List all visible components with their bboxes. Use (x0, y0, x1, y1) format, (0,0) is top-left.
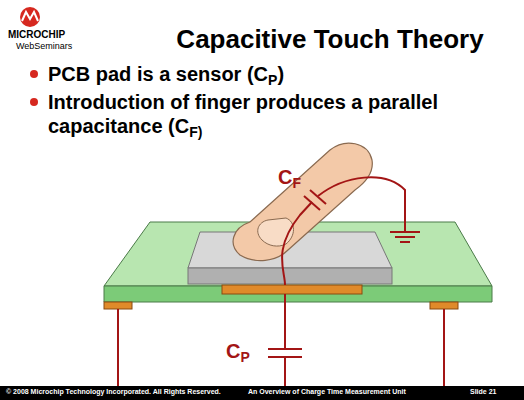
capacitor-label: CF (278, 166, 301, 191)
footer-bar (0, 386, 524, 400)
bullet-text: PCB pad is a sensor (CP) (48, 62, 488, 92)
subscript: P (240, 349, 249, 365)
logo-mark (22, 12, 38, 21)
bullet-text: Introduction of finger produces a parall… (48, 90, 488, 144)
logo-text: MICROCHIP (8, 29, 65, 40)
capacitor-letter: C (278, 166, 292, 188)
bullet-dot (30, 70, 38, 78)
footer-copyright: © 2008 Microchip Technology Incorporated… (6, 388, 221, 395)
wires (118, 177, 444, 388)
capacitor-label: CP (226, 340, 250, 365)
sensor-pad (222, 285, 362, 294)
footer-slide: Slide 21 (470, 388, 496, 395)
subscript: F) (189, 124, 202, 140)
subscript: F (292, 175, 301, 191)
logo-icon (20, 7, 40, 27)
bullet-part: Introduction of finger produces a parall… (48, 91, 438, 137)
pcb-front (104, 286, 492, 302)
finger (233, 143, 372, 260)
bullet-part: ) (277, 63, 284, 85)
overlay-front (188, 268, 392, 284)
subscript: P (268, 72, 277, 88)
bullet-part: PCB pad is a sensor (C (48, 63, 268, 85)
logo-subtext: WebSeminars (16, 41, 72, 51)
slide-title: Capacitive Touch Theory (176, 24, 483, 55)
footer-title: An Overview of Charge Time Measurement U… (248, 388, 406, 395)
capacitor-letter: C (226, 340, 240, 362)
bullet-dot (30, 98, 38, 106)
ground-pad (104, 302, 132, 309)
ground-pad (430, 302, 458, 309)
